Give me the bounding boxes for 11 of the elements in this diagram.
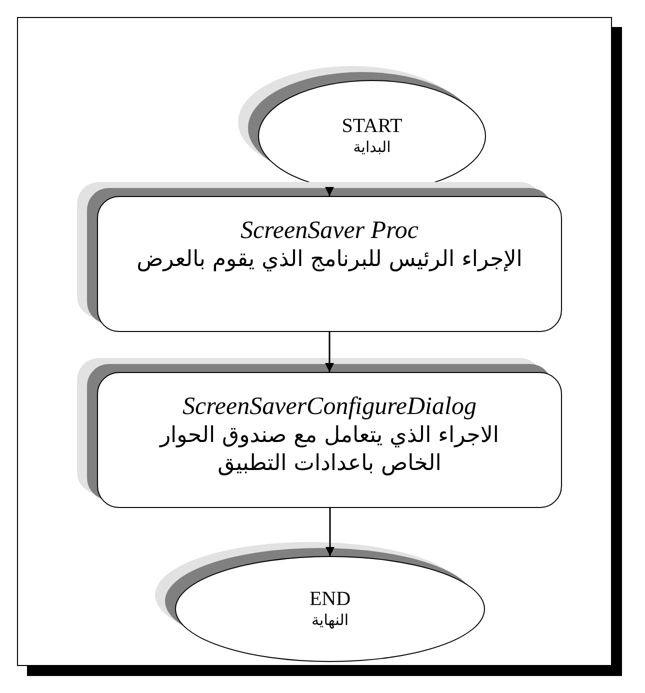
node-description: الاجراء الذي يتعامل مع صندوق الحوار الخاص باعدادات التطبيق [158,422,500,478]
node-title: START [342,114,402,138]
node-description: الإجراء الرئيس للبرنامج الذي يقوم بالعرض [136,246,522,274]
node-description: النهاية [312,610,348,630]
arrow [325,187,334,196]
node-title: ScreenSaverConfigureDialog [182,393,476,422]
arrow [326,508,334,556]
node-description: البداية [353,138,391,158]
node-title: ScreenSaver Proc [240,217,418,246]
node-title: END [309,588,351,611]
arrow [325,332,334,372]
